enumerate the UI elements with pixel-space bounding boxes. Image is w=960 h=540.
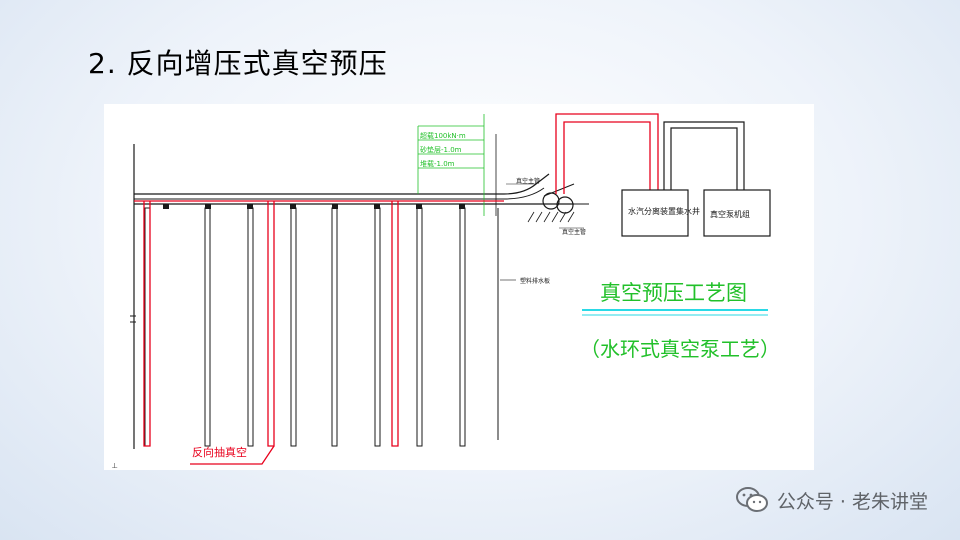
wechat-icon: [735, 487, 768, 512]
label-vacuum-pipe-bottom: 真空主管: [562, 228, 586, 236]
ground-hatch: [527, 211, 575, 223]
label-reverse-vacuum: 反向抽真空: [192, 445, 247, 459]
label-vacuum-pipe-top: 真空主管: [516, 177, 540, 185]
legend-line-2: 砂垫层-1.0m: [420, 145, 462, 154]
pump-connection-pipe: [663, 121, 745, 190]
label-separator-tank: 水汽分离装置集水井: [628, 206, 700, 216]
vertical-drains: [144, 207, 499, 447]
watermark: 公众号 · 老朱讲堂: [735, 486, 928, 514]
slide-title: 2. 反向增压式真空预压: [88, 47, 388, 80]
legend-line-3: 堆载-1.0m: [420, 159, 455, 168]
engineering-diagram: 超载100kN·m 砂垫层-1.0m 堆载-1.0m 真空主管 真空主管: [112, 113, 780, 470]
process-subtitle: （水环式真空泵工艺）: [580, 337, 780, 361]
label-drain-board: 塑料排水板: [520, 277, 550, 285]
process-drawing: 超载100kN·m 砂垫层-1.0m 堆载-1.0m 真空主管 真空主管: [104, 104, 814, 470]
separator-tank-box: [621, 189, 689, 237]
label-vacuum-unit: 真空泵机组: [710, 209, 750, 219]
svg-text:⟂: ⟂: [112, 461, 118, 470]
elevation-legend: 超载100kN·m 砂垫层-1.0m 堆载-1.0m: [417, 114, 497, 216]
vacuum-pump-box: [703, 189, 771, 237]
separator-feed-pipe: [555, 113, 659, 194]
valve-symbol: [556, 196, 574, 214]
legend-line-1: 超载100kN·m: [420, 131, 466, 140]
pipe-connectors: [163, 204, 465, 209]
reverse-vacuum-pipes: [134, 200, 504, 465]
watermark-text: 公众号 · 老朱讲堂: [776, 490, 928, 513]
process-title: 真空预压工艺图: [600, 281, 747, 305]
